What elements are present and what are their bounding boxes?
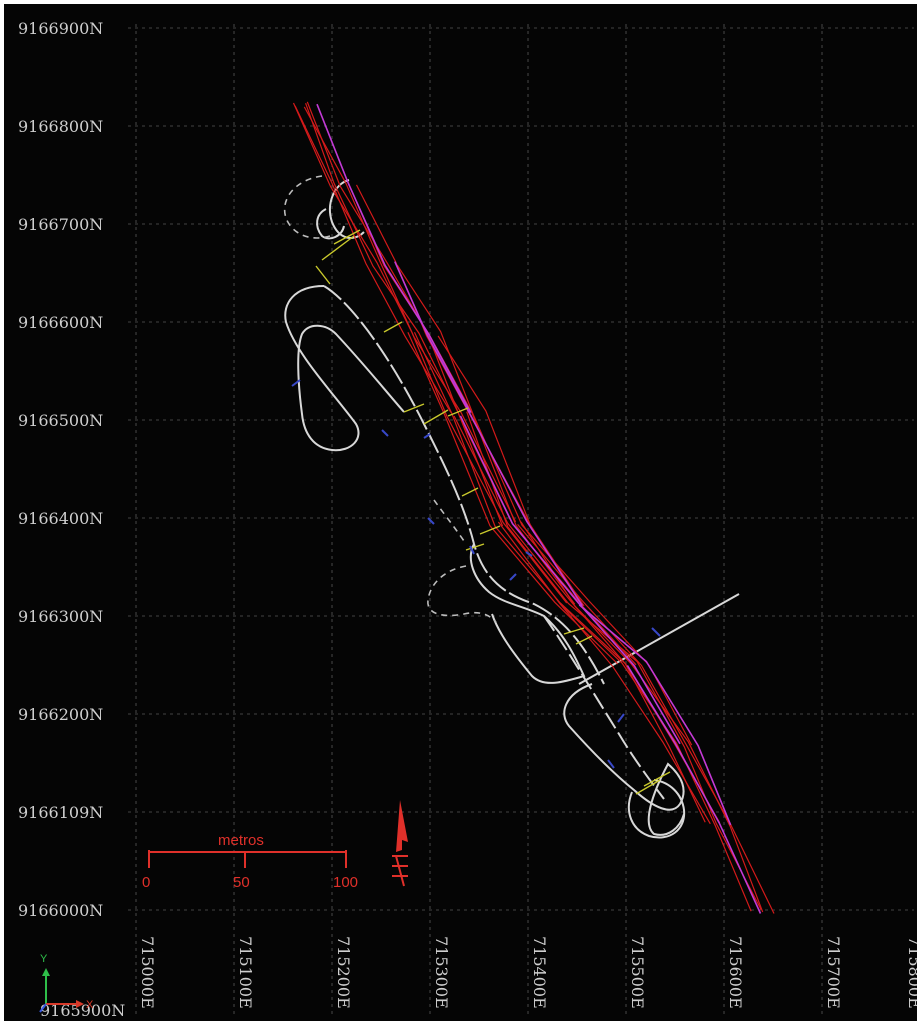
north-arrow-icon (392, 800, 408, 887)
northing-label: 9166800N (18, 117, 103, 136)
northing-label: 9166109N (18, 803, 103, 822)
crosscut (423, 409, 449, 425)
working-drive-magenta (316, 103, 472, 413)
working-drive (407, 332, 619, 665)
design-outline-mid (427, 565, 497, 623)
drillhole (509, 573, 517, 581)
crosscut (315, 265, 331, 285)
northing-label: 9166900N (18, 19, 103, 38)
northing-labels: 9166900N 9166800N 9166700N 9166600N 9166… (18, 19, 125, 1020)
crosscut (461, 487, 479, 497)
crosscut (333, 229, 361, 245)
haul-ramp-lower-loop (563, 683, 685, 836)
northing-label: 9166700N (18, 215, 103, 234)
northing-label: 9166300N (18, 607, 103, 626)
northing-label: 9165900N (40, 1001, 125, 1020)
design-outline-top (283, 175, 331, 239)
crosscut (635, 779, 661, 795)
haul-ramp-mid-loop (469, 543, 586, 684)
northing-label: 9166200N (18, 705, 103, 724)
northing-label: 9166400N (18, 509, 103, 528)
coordinate-grid (128, 24, 914, 1014)
northing-label: 9166500N (18, 411, 103, 430)
working-drive (561, 605, 752, 912)
working-drive (497, 521, 711, 825)
crosscut (383, 321, 403, 333)
scale-bar-title: metros (218, 832, 264, 849)
working-drive (305, 102, 504, 527)
easting-labels: 715000E 715100E 715200E 715300E 715400E … (138, 936, 917, 1009)
haul-ramp-top-loop-2 (316, 208, 345, 240)
working-drive (466, 411, 762, 911)
easting-label: 715200E (334, 936, 353, 1009)
easting-label: 715500E (628, 936, 647, 1009)
drillhole (469, 545, 475, 555)
crosscut (403, 403, 425, 413)
easting-label: 715600E (726, 936, 745, 1009)
working-drive (396, 264, 693, 746)
crosscut (479, 525, 501, 535)
working-drive (413, 332, 706, 823)
crosscut-layer-yellow (315, 229, 671, 795)
scale-bar-label: 0 (142, 874, 150, 891)
scale-bar (148, 850, 347, 868)
crosscut (465, 543, 485, 551)
haul-ramp-upper-loop (284, 285, 405, 452)
easting-label: 715100E (236, 936, 255, 1009)
easting-label: 715300E (432, 936, 451, 1009)
easting-label: 715700E (824, 936, 843, 1009)
northing-label: 9166600N (18, 313, 103, 332)
drillhole (651, 627, 661, 637)
easting-label: 715000E (138, 936, 157, 1009)
easting-label: 715400E (530, 936, 549, 1009)
working-drive-magenta (578, 604, 732, 826)
drillhole (423, 433, 431, 439)
axis-triad-x-label: X (86, 999, 94, 1011)
map-viewport: 9166900N 9166800N 9166700N 9166600N 9166… (4, 4, 917, 1021)
scale-bar-label: 100 (333, 874, 358, 891)
crosscut (447, 407, 469, 417)
working-drive (306, 101, 580, 603)
access-line (578, 593, 740, 685)
working-drive-magenta (459, 415, 681, 745)
drillhole (607, 759, 615, 769)
working-drive (294, 105, 452, 413)
crosscut (321, 235, 355, 261)
scale-bar-label: 50 (233, 874, 250, 891)
drillhole (381, 429, 389, 437)
working-drive (355, 184, 637, 666)
underground-workings-magenta (316, 103, 762, 914)
easting-label: 715800E (905, 936, 917, 1009)
mine-plan-map: 9166900N 9166800N 9166700N 9166600N 9166… (18, 19, 917, 1020)
drillhole (617, 713, 625, 723)
design-outline-mid-2 (433, 499, 467, 545)
crosscut (575, 635, 593, 645)
axis-triad-icon: Y X (39, 953, 94, 1013)
working-drive-magenta (394, 261, 584, 607)
working-drive (437, 335, 585, 607)
axis-triad-y-label: Y (40, 953, 48, 965)
crosscut (563, 627, 585, 635)
crosscut (643, 771, 671, 787)
drillhole (291, 379, 301, 387)
haul-ramp-descent (543, 615, 665, 800)
northing-label: 9166000N (18, 901, 103, 920)
working-drive-magenta (626, 665, 762, 914)
drillhole-layer-blue (291, 379, 661, 769)
working-drive (303, 106, 517, 523)
drillhole (525, 551, 533, 557)
working-drive (520, 521, 764, 913)
haul-ramp-main (323, 285, 605, 685)
haul-ramp-lower-loop-2 (627, 779, 686, 839)
drillhole (427, 517, 435, 525)
design-outline-layer (283, 175, 497, 623)
